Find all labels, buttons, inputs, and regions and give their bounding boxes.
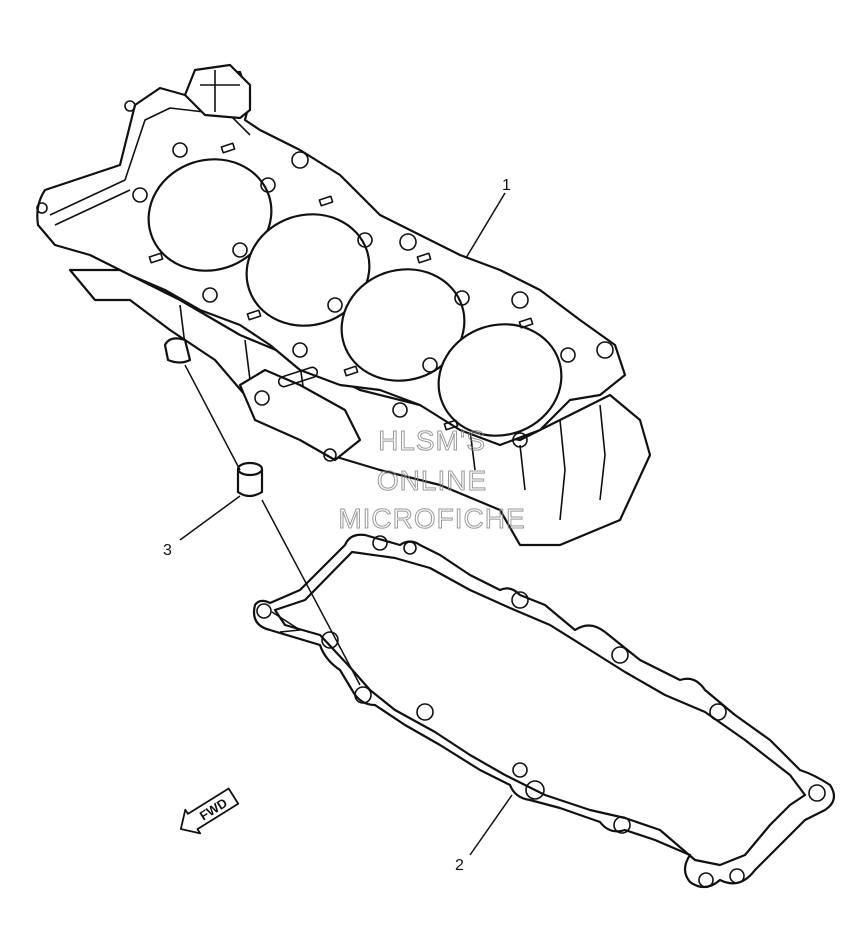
dowel-locating-line-upper: [184, 364, 241, 471]
watermark: HLSM'S ONLINE MICROFICHE: [338, 425, 525, 535]
callout-1[interactable]: 1: [465, 177, 511, 259]
watermark-line-1: HLSM'S: [378, 425, 486, 456]
watermark-line-2: ONLINE: [377, 465, 487, 496]
callout-3-label: 3: [163, 542, 172, 559]
dowel-pin[interactable]: [236, 461, 264, 498]
forward-arrow-icon: FWD: [179, 787, 240, 835]
callout-2-leader: [469, 794, 513, 856]
cylinder-base-gasket[interactable]: [252, 533, 836, 889]
watermark-line-3: MICROFICHE: [338, 503, 525, 534]
callout-2-label: 2: [455, 857, 464, 874]
callout-3[interactable]: 3: [163, 495, 241, 559]
callout-2[interactable]: 2: [455, 794, 513, 874]
callout-1-leader: [465, 192, 506, 259]
dowel-locating-line-lower: [261, 499, 361, 686]
callout-1-label: 1: [502, 177, 511, 194]
callout-3-leader: [179, 495, 241, 541]
cylinder-block[interactable]: [36, 63, 652, 547]
